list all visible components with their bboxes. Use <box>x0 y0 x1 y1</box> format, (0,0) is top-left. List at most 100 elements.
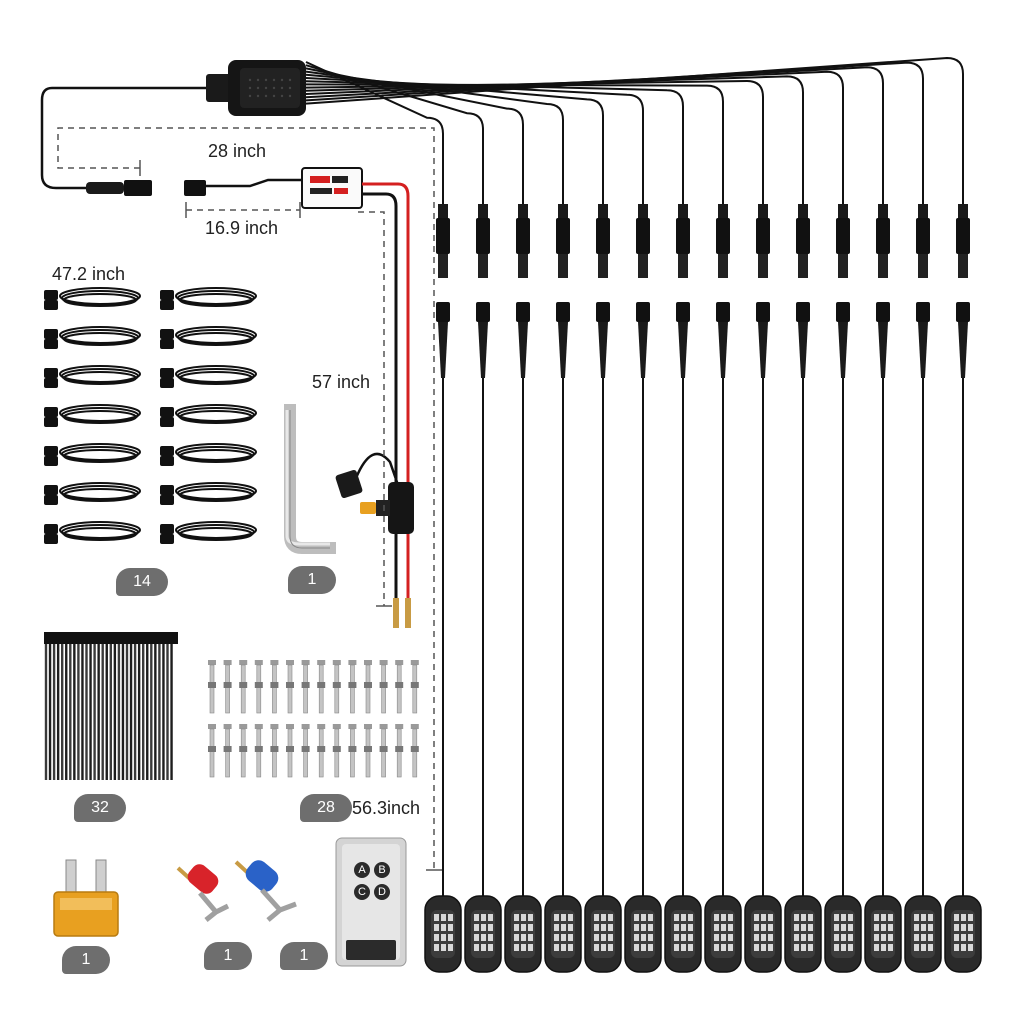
connector-top-tail <box>798 254 808 278</box>
screw-quantity-badge: 28 <box>300 794 352 822</box>
connector-top <box>718 204 728 218</box>
screw-icon <box>301 660 310 714</box>
fan-wire <box>305 61 444 205</box>
connector-bottom <box>756 302 770 322</box>
blue-terminal-quantity-badge: 1 <box>280 942 328 970</box>
extension-cable-coil <box>44 287 141 310</box>
controller-fan-out-wires <box>305 56 964 205</box>
extension-cable-coil <box>44 404 141 427</box>
connector-bottom-boot <box>478 322 488 378</box>
inline-connector-pair <box>86 180 206 196</box>
fan-wire <box>305 77 644 205</box>
connector-bottom <box>516 302 530 322</box>
connector-top-tail <box>718 254 728 278</box>
screw-icon <box>223 660 232 714</box>
extension-cable-coil <box>44 326 141 349</box>
connector-bottom <box>796 302 810 322</box>
connector-bottom-boot <box>718 322 728 378</box>
power-leads <box>362 182 410 600</box>
connector-top-body <box>796 218 810 254</box>
fuse-holder <box>335 452 414 534</box>
rock-light-pod-icon <box>464 895 502 973</box>
connector-top-tail <box>638 254 648 278</box>
connector-bottom <box>876 302 890 322</box>
rock-light-pods <box>424 204 982 973</box>
extension-cable-quantity-badge: 14 <box>116 568 168 596</box>
connector-bottom-boot <box>798 322 808 378</box>
connector-bottom <box>596 302 610 322</box>
connector-bottom-boot <box>918 322 928 378</box>
extension-cable-coil <box>44 521 141 544</box>
screw-icon <box>239 724 248 778</box>
connector-top-body <box>876 218 890 254</box>
screw-icon <box>364 660 372 714</box>
connector-bottom-boot <box>598 322 608 378</box>
cable-ties <box>44 632 178 780</box>
cable-tie-quantity-badge: 32 <box>74 794 126 822</box>
extension-cable-coil <box>44 482 141 505</box>
connector-top-body <box>756 218 770 254</box>
remote-control-icon <box>335 837 407 967</box>
blade-fuse-icon <box>53 859 119 937</box>
fan-wire <box>305 67 524 205</box>
extension-cables <box>44 287 257 544</box>
fan-wire <box>305 75 804 205</box>
screw-icon <box>410 660 419 714</box>
fan-wire <box>305 61 924 205</box>
connector-top-body <box>436 218 450 254</box>
fan-wire <box>305 66 884 205</box>
screw-icon <box>317 724 326 778</box>
connector-top-body <box>676 218 690 254</box>
connector-top <box>678 204 688 218</box>
remote-button-d: D <box>374 884 390 900</box>
connector-top-tail <box>558 254 568 278</box>
screw-icon <box>270 724 279 778</box>
extension-cable-coil <box>160 287 257 310</box>
connector-top <box>518 204 528 218</box>
screw-icon <box>208 660 216 714</box>
fan-wire <box>305 64 484 205</box>
wire-tips <box>393 598 411 628</box>
rock-light-pod-icon <box>824 895 862 973</box>
controller-box <box>206 60 306 116</box>
extension-cable-coil <box>160 521 257 544</box>
screw-icon <box>317 660 326 714</box>
connector-bottom-boot <box>958 322 968 378</box>
rock-light-pod-icon <box>784 895 822 973</box>
connector-bottom <box>556 302 570 322</box>
connector-top-tail <box>918 254 928 278</box>
connector-top-body <box>716 218 730 254</box>
fan-wire <box>305 70 564 205</box>
fan-wire <box>305 70 844 205</box>
extension-cable-coil <box>160 443 257 466</box>
spade-terminal-blue-icon <box>234 860 297 922</box>
connector-bottom <box>836 302 850 322</box>
connector-top <box>438 204 448 218</box>
connector-bottom <box>476 302 490 322</box>
rock-light-pod-icon <box>744 895 782 973</box>
fan-wire <box>305 80 684 205</box>
screw-icon <box>286 660 294 714</box>
screw-icon <box>379 660 388 714</box>
power-adapter-module <box>301 167 363 209</box>
connector-top <box>638 204 648 218</box>
screw-icon <box>286 724 294 778</box>
connector-top <box>758 204 768 218</box>
hex-key-icon <box>284 404 336 554</box>
connector-top <box>838 204 848 218</box>
screw-icon <box>254 724 263 778</box>
screw-icon <box>364 724 372 778</box>
remote-button-c: C <box>354 884 370 900</box>
screw-icon <box>410 724 419 778</box>
connector-top <box>478 204 488 218</box>
connector-bottom <box>436 302 450 322</box>
connector-top-body <box>596 218 610 254</box>
extension-cable-length-label: 47.2 inch <box>52 264 126 284</box>
screw-icon <box>332 660 341 714</box>
connector-bottom <box>716 302 730 322</box>
connector-top <box>798 204 808 218</box>
red-terminal-quantity-badge: 1 <box>204 942 252 970</box>
connector-bottom <box>956 302 970 322</box>
fan-wire <box>305 79 764 205</box>
connector-bottom-boot <box>878 322 888 378</box>
